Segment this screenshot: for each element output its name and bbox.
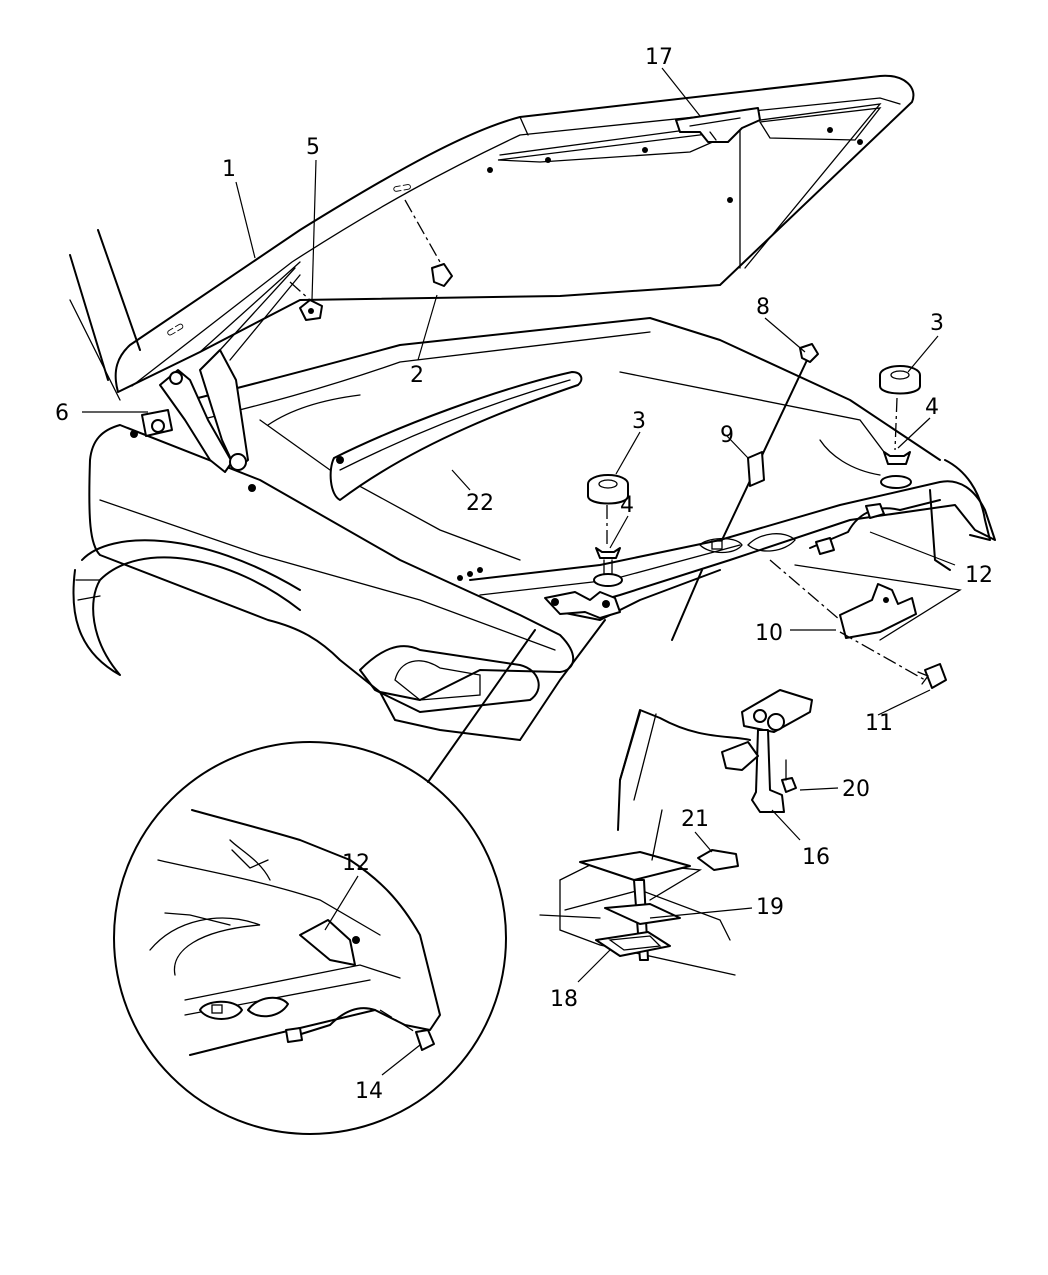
hood-insulator-pad xyxy=(329,371,583,501)
callout-14: 14 xyxy=(355,1079,383,1104)
callout-16: 16 xyxy=(802,845,830,870)
callout-9: 9 xyxy=(720,423,734,448)
hood-bumper-right xyxy=(879,365,921,489)
engine-compartment xyxy=(69,229,996,741)
callout-20: 20 xyxy=(842,777,870,802)
svg-text:⊂⊃: ⊂⊃ xyxy=(391,179,413,196)
callout-10: 10 xyxy=(755,621,783,646)
hood-latch xyxy=(769,559,962,689)
prop-rod-clip xyxy=(747,343,819,487)
svg-text:⊂⊃: ⊂⊃ xyxy=(163,318,187,340)
callout-19: 19 xyxy=(756,895,784,920)
callout-5: 5 xyxy=(306,135,320,160)
callout-18: 18 xyxy=(550,987,578,1012)
latch-striker-assembly xyxy=(539,809,739,976)
callout-11: 11 xyxy=(865,711,893,736)
callout-4-left: 4 xyxy=(620,493,634,518)
callout-12-main: 12 xyxy=(965,563,993,588)
release-cable xyxy=(809,499,941,555)
hood-panel: ⊂⊃ ⊂⊃ xyxy=(114,74,915,393)
callout-8: 8 xyxy=(756,295,770,320)
callout-3-left: 3 xyxy=(632,409,646,434)
hood-latch-striker xyxy=(675,107,761,143)
callout-21: 21 xyxy=(681,807,709,832)
hood-hinge xyxy=(141,267,301,473)
detail-view-circle xyxy=(113,629,536,1135)
callout-labels: 1 5 17 2 6 8 3 4 9 3 4 22 12 10 11 20 16… xyxy=(55,45,993,1104)
callout-12-detail: 12 xyxy=(342,851,370,876)
right-hood-hinge xyxy=(544,591,621,619)
callout-22: 22 xyxy=(466,491,494,516)
hood-clip-5 xyxy=(289,281,323,321)
callout-4-right: 4 xyxy=(925,395,939,420)
callout-17: 17 xyxy=(645,45,673,70)
callout-1: 1 xyxy=(222,157,236,182)
safety-catch xyxy=(617,689,813,831)
hood-clip-2 xyxy=(404,199,453,287)
callout-3-right: 3 xyxy=(930,311,944,336)
callout-6: 6 xyxy=(55,401,69,426)
hood-bumper-left xyxy=(587,474,629,587)
callout-2: 2 xyxy=(410,363,424,388)
leader-lines xyxy=(82,67,956,1076)
